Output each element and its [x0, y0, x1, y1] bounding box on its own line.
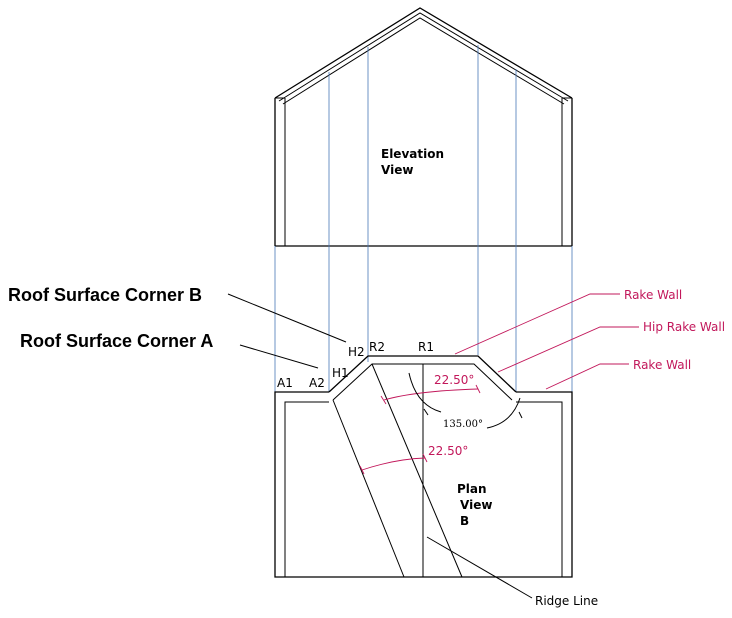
projection-guides [274, 45, 573, 392]
angle-tick-upper-left [380, 395, 387, 405]
wall-annotations: Rake Wall Hip Rake Wall Rake Wall [454, 288, 725, 390]
point-h2: H2 [348, 345, 365, 359]
angle-dimensions: 22.50° 22.50° 135.00° [359, 372, 523, 475]
callout-corner-a: Roof Surface Corner A [20, 331, 213, 351]
plan-rafter-left [332, 399, 405, 578]
callout-ridge-line: Ridge Line [535, 594, 598, 608]
point-a2: A2 [309, 376, 325, 390]
elevation-roof-inner-2 [282, 17, 565, 105]
angle-label-135: 135.00° [443, 419, 483, 430]
angle-tick-upper-right [475, 384, 481, 394]
elevation-label-line1: Elevation [381, 147, 444, 161]
plan-rake-outline-outer [328, 355, 517, 393]
elevation-label-line2: View [381, 163, 413, 177]
angle-arc-135-right [486, 397, 521, 429]
point-r2: R2 [369, 340, 385, 354]
leader-hip-rake-wall [497, 326, 639, 373]
leader-rake-wall-top [454, 293, 620, 355]
plan-label-line2: View [460, 498, 492, 512]
plan-inner-wall [284, 401, 329, 577]
callout-corner-b: Roof Surface Corner B [8, 285, 202, 305]
angle-label-upper: 22.50° [434, 373, 474, 387]
plan-rafter-right [371, 363, 463, 578]
point-a1: A1 [277, 376, 293, 390]
point-r1: R1 [418, 340, 434, 354]
angle-tick-lower-right [422, 453, 428, 463]
angle-arc-upper [383, 388, 479, 401]
elevation-roof-inner-1 [278, 12, 569, 102]
angle-tick-135-a [423, 408, 429, 416]
elevation-view: Elevation View [274, 7, 573, 247]
leader-corner-a [239, 344, 319, 369]
point-h1: H1 [332, 366, 349, 380]
plan-label-line3: B [460, 514, 469, 528]
leader-corner-b [227, 293, 347, 343]
callout-rake-wall-right: Rake Wall [633, 358, 691, 372]
callout-hip-rake-wall: Hip Rake Wall [643, 320, 725, 334]
angle-arc-lower [361, 457, 426, 471]
corner-callouts: Roof Surface Corner B Roof Surface Corne… [8, 285, 598, 608]
leader-rake-wall-right [545, 363, 629, 390]
angle-tick-lower-left [359, 465, 365, 475]
plan-view: Plan View B [274, 355, 573, 578]
plan-inner-wall-right [516, 401, 563, 577]
plan-label-line1: Plan [457, 482, 487, 496]
angle-arc-135-left [408, 372, 442, 413]
angle-label-lower: 22.50° [428, 444, 468, 458]
leader-ridge-line [426, 536, 533, 599]
callout-rake-wall-top: Rake Wall [624, 288, 682, 302]
elevation-roof-outer [274, 7, 573, 99]
angle-tick-135-b [518, 411, 523, 419]
point-labels: A1 A2 H1 H2 R2 R1 [277, 340, 434, 390]
